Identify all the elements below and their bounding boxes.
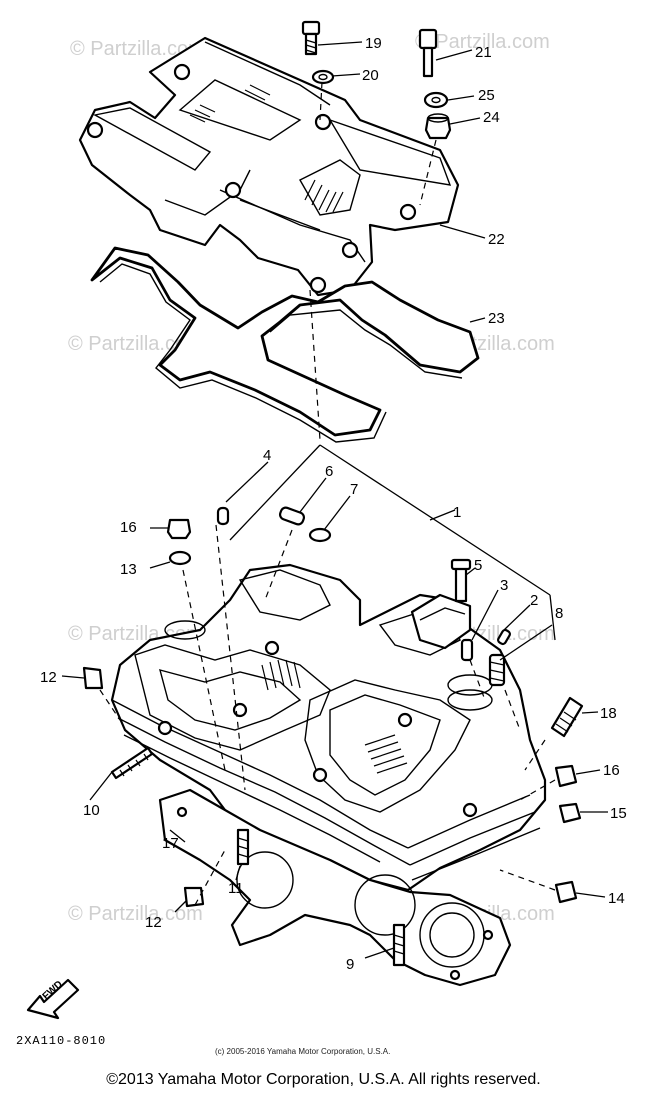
callout-12-lower: 12 bbox=[145, 914, 162, 931]
parts-diagram: © Partzilla.com © Partzilla.com © Partzi… bbox=[26, 20, 627, 1020]
cap-nut-24 bbox=[424, 113, 452, 140]
bolt-6 bbox=[278, 506, 306, 526]
dowel-pin-4 bbox=[216, 506, 230, 526]
callout-21: 19 bbox=[365, 35, 382, 52]
callout-8: 8 bbox=[555, 605, 563, 622]
watermark: © Partzilla.com bbox=[68, 333, 203, 355]
callout-2: 2 bbox=[530, 592, 538, 609]
callout-20: 23 bbox=[488, 310, 505, 327]
dowel-2 bbox=[497, 628, 511, 646]
spark-plug-17 bbox=[550, 696, 584, 738]
callout-16-top: 16 bbox=[120, 519, 137, 536]
washer-13 bbox=[168, 550, 192, 566]
washer-22 bbox=[311, 69, 335, 85]
diagram-code: 2XA110-8010 bbox=[16, 1034, 107, 1048]
stud-10 bbox=[110, 746, 154, 780]
footer-copyright: ©2013 Yamaha Motor Corporation, U.S.A. A… bbox=[106, 1071, 541, 1088]
callout-5: 5 bbox=[474, 557, 482, 574]
callout-10: 10 bbox=[83, 802, 100, 819]
plug-8 bbox=[488, 653, 506, 687]
callout-1: 1 bbox=[453, 504, 461, 521]
plug-12-upper bbox=[82, 666, 104, 690]
cap-16-top bbox=[166, 518, 192, 540]
callout-12-upper: 12 bbox=[40, 669, 57, 686]
callout-19: 22 bbox=[488, 231, 505, 248]
bracket-5 bbox=[410, 558, 472, 650]
watermark: © Partzilla.com bbox=[70, 38, 205, 60]
washer-7 bbox=[308, 527, 332, 543]
callout-7: 7 bbox=[350, 481, 358, 498]
bolt-21 bbox=[301, 20, 321, 56]
callout-17: 18 bbox=[600, 705, 617, 722]
callout-22: 20 bbox=[362, 67, 379, 84]
callout-23: 21 bbox=[475, 44, 492, 61]
watermark: © Partzilla.com bbox=[68, 903, 203, 925]
callout-3: 3 bbox=[500, 577, 508, 594]
callout-9: 9 bbox=[346, 956, 354, 973]
cylinder-head-cover bbox=[78, 36, 460, 297]
callout-16-right: 16 bbox=[603, 762, 620, 779]
callout-18: 17 bbox=[162, 835, 179, 852]
callout-6: 6 bbox=[325, 463, 333, 480]
callout-13: 13 bbox=[120, 561, 137, 578]
watermark: © Partzilla.com bbox=[415, 31, 550, 53]
plug-14 bbox=[554, 880, 578, 904]
callout-15: 15 bbox=[610, 805, 627, 822]
callout-24: 24 bbox=[483, 109, 500, 126]
washer-25 bbox=[423, 91, 449, 109]
callout-25: 25 bbox=[478, 87, 495, 104]
washer-15 bbox=[558, 802, 582, 824]
bolt-23 bbox=[418, 28, 438, 78]
cap-16-right bbox=[554, 764, 578, 788]
part-3 bbox=[460, 638, 474, 662]
plug-12-lower bbox=[183, 886, 205, 908]
callout-4: 4 bbox=[263, 447, 271, 464]
callout-11: 11 bbox=[228, 880, 244, 897]
small-copyright: (c) 2005-2016 Yamaha Motor Corporation, … bbox=[215, 1047, 391, 1056]
callout-14: 14 bbox=[608, 890, 625, 907]
head-cover-gasket bbox=[90, 246, 480, 443]
forward-arrow-icon: FWD bbox=[26, 979, 80, 1020]
